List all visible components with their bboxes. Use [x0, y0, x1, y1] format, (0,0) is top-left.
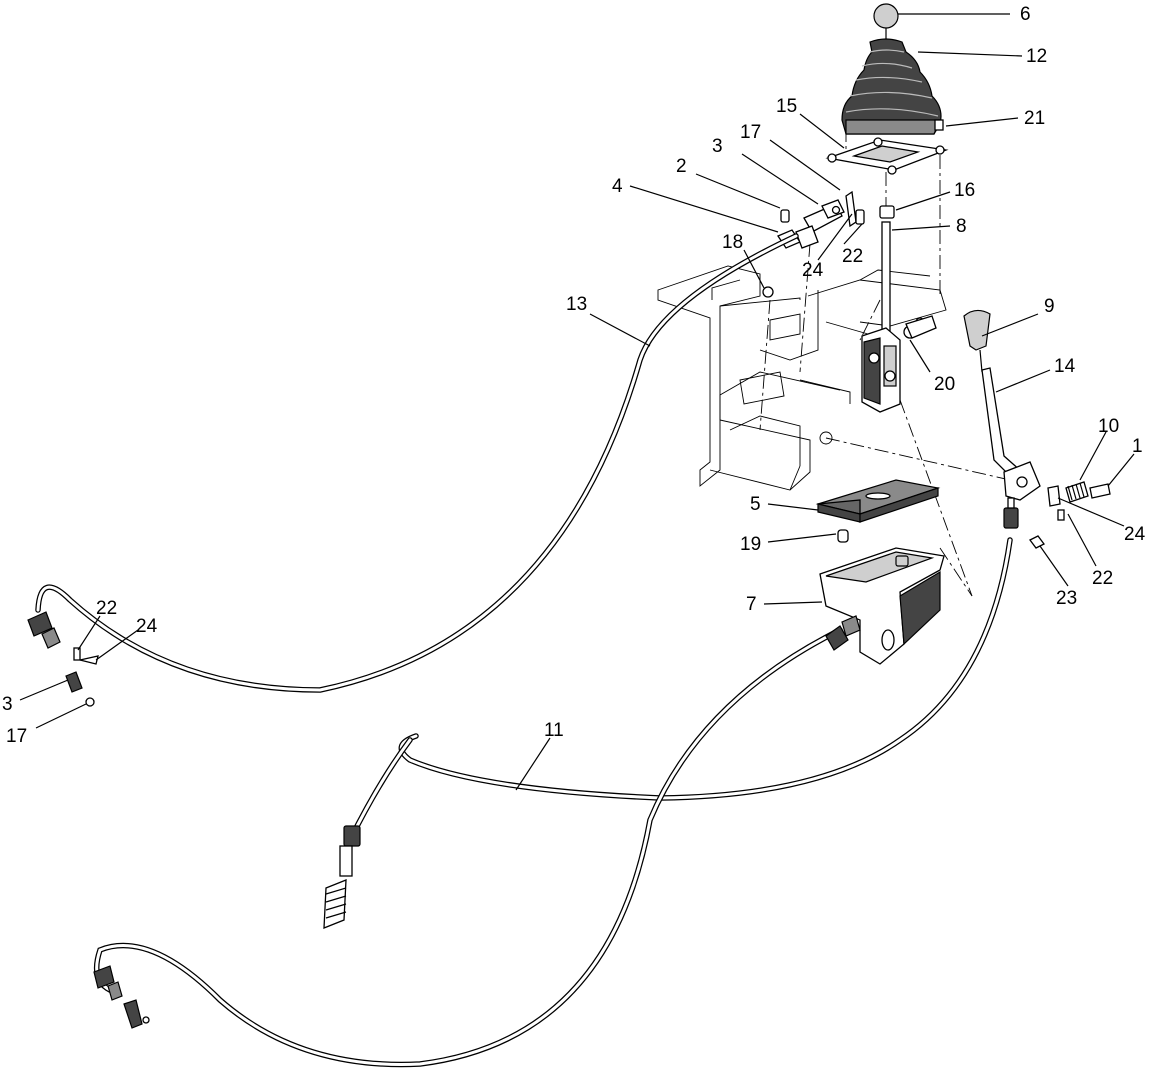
- callout-2: 2: [676, 156, 687, 177]
- cable-end-spring: [323, 825, 361, 929]
- callout-18: 18: [722, 232, 743, 253]
- callout-5: 5: [750, 494, 761, 515]
- housing: [819, 529, 945, 665]
- leader-lines: [19, 13, 1135, 791]
- cable-11-main: [93, 627, 843, 1068]
- callout-21: 21: [1024, 108, 1045, 129]
- callout-24: 24: [802, 260, 824, 281]
- callout-3: 3: [2, 694, 13, 715]
- shift-plate: [825, 119, 949, 175]
- cable-end-lever: [1003, 497, 1019, 529]
- cable-end-housing: [825, 615, 861, 651]
- callout-10: 10: [1098, 416, 1119, 437]
- callout-19: 19: [740, 534, 761, 555]
- shifter-mechanism: [861, 315, 937, 413]
- callout-12: 12: [1026, 46, 1047, 67]
- cable-11-loop: [398, 537, 1013, 801]
- callout-16: 16: [954, 180, 975, 201]
- callout-3: 3: [712, 136, 723, 157]
- callout-20: 20: [934, 374, 955, 395]
- shift-knob: [873, 3, 899, 44]
- cable-clamp-top: [762, 190, 865, 298]
- callout-22: 22: [842, 246, 863, 267]
- callout-22: 22: [96, 598, 117, 619]
- callout-15: 15: [776, 96, 797, 117]
- cable-end-left: [27, 611, 99, 707]
- spring-bolt: [1029, 481, 1111, 549]
- callout-24: 24: [1124, 524, 1146, 545]
- callout-14: 14: [1054, 356, 1076, 377]
- callout-23: 23: [1056, 588, 1077, 609]
- cable-11-branch: [347, 737, 413, 843]
- callout-1: 1: [1132, 436, 1143, 457]
- gear-lever: [963, 309, 1041, 501]
- cable-13: [35, 233, 799, 693]
- mounting-frame: [657, 265, 947, 491]
- callout-22: 22: [1092, 568, 1113, 589]
- callout-8: 8: [956, 216, 967, 237]
- callout-6: 6: [1020, 4, 1031, 25]
- callout-17: 17: [6, 726, 27, 747]
- pad: [815, 479, 941, 523]
- shift-shaft: [879, 205, 895, 343]
- callout-13: 13: [566, 294, 587, 315]
- shifter-boot: [841, 38, 942, 135]
- callout-labels: 6 12 15 21 17 3 2 4 16 8 18 24 22 13 9 2…: [2, 4, 1146, 747]
- callout-9: 9: [1044, 296, 1055, 317]
- callout-4: 4: [612, 176, 623, 197]
- callout-24: 24: [136, 616, 158, 637]
- callout-7: 7: [746, 594, 757, 615]
- callout-17: 17: [740, 122, 761, 143]
- cable-end-bottom: [93, 965, 150, 1029]
- callout-11: 11: [544, 720, 564, 741]
